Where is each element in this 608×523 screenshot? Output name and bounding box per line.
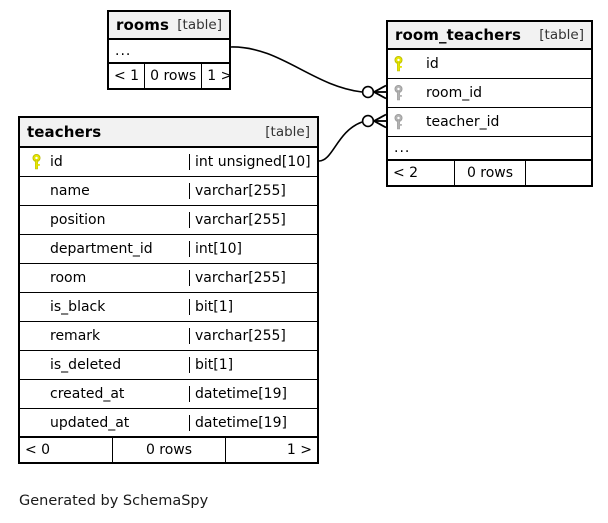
column-name: created_at (20, 386, 190, 402)
table-teachers-tag: [table] (265, 124, 310, 140)
column-name: is_black (20, 299, 190, 315)
table-row[interactable]: is_black bit[1] (20, 293, 317, 322)
table-row[interactable]: teacher_id (388, 108, 591, 137)
column-type: datetime[19] (195, 386, 287, 402)
column-type: varchar[255] (195, 212, 286, 228)
column-type: int[10] (195, 241, 242, 257)
table-row[interactable]: id (388, 50, 591, 79)
column-type: bit[1] (195, 299, 234, 315)
table-teachers-footer: < 0 0 rows 1 > (20, 438, 317, 462)
table-teachers-title: teachers (27, 123, 102, 141)
table-room-teachers-header: room_teachers [table] (388, 22, 591, 50)
table-room-teachers-ellipsis: ... (394, 140, 411, 156)
key-icon-foreign (388, 114, 408, 130)
table-teachers-next-button[interactable]: 1 > (225, 438, 317, 462)
column-label: name (50, 183, 90, 199)
column-type: varchar[255] (195, 328, 286, 344)
table-rooms-header: rooms [table] (109, 12, 229, 40)
column-label: room (50, 270, 87, 286)
table-row[interactable]: id int unsigned[10] (20, 148, 317, 177)
column-label: created_at (50, 386, 125, 402)
relationship-teachers-room-teachers (318, 113, 387, 162)
column-name: id (408, 56, 591, 72)
column-type: bit[1] (195, 357, 234, 373)
column-type: varchar[255] (195, 270, 286, 286)
table-room-teachers-footer: < 2 0 rows (388, 161, 591, 185)
table-room-teachers-ellipsis-row: ... (388, 137, 591, 161)
column-label: teacher_id (426, 114, 500, 130)
column-type: datetime[19] (195, 414, 287, 431)
table-room-teachers[interactable]: room_teachers [table] id room_id (386, 20, 593, 187)
column-label: department_id (50, 241, 153, 257)
key-icon-foreign (388, 85, 408, 101)
table-row[interactable]: room_id (388, 79, 591, 108)
column-name: teacher_id (408, 114, 591, 130)
column-label: is_black (50, 299, 106, 315)
table-room-teachers-tag: [table] (539, 27, 584, 43)
column-name: position (20, 212, 190, 228)
table-room-teachers-row-count: 0 rows (454, 161, 525, 185)
diagram-caption: Generated by SchemaSpy (19, 493, 209, 509)
table-teachers-prev-button[interactable]: < 0 (25, 442, 51, 458)
table-room-teachers-title: room_teachers (395, 26, 521, 44)
table-rooms-prev-button[interactable]: < 1 (114, 68, 140, 84)
column-label: position (50, 212, 106, 228)
table-rooms-ellipsis: ... (115, 43, 132, 59)
table-row[interactable]: department_id int[10] (20, 235, 317, 264)
column-name: updated_at (20, 414, 190, 431)
table-teachers-header: teachers [table] (20, 118, 317, 148)
table-rooms-tag: [table] (177, 17, 222, 33)
column-type: int unsigned[10] (195, 154, 311, 170)
table-row[interactable]: is_deleted bit[1] (20, 351, 317, 380)
column-name: room (20, 270, 190, 286)
column-label: id (426, 56, 439, 72)
column-name: room_id (408, 85, 591, 101)
table-room-teachers-next-button[interactable] (525, 161, 591, 185)
table-teachers-row-count: 0 rows (112, 438, 225, 462)
column-label: id (50, 154, 63, 170)
column-type: varchar[255] (195, 183, 286, 199)
column-name: department_id (20, 241, 190, 257)
table-row[interactable]: name varchar[255] (20, 177, 317, 206)
table-rooms[interactable]: rooms [table] ... < 1 0 rows 1 > (107, 10, 232, 90)
table-row[interactable]: remark varchar[255] (20, 322, 317, 351)
column-name: is_deleted (20, 357, 190, 373)
column-label: updated_at (50, 414, 130, 431)
table-row[interactable]: updated_at datetime[19] (20, 409, 317, 438)
column-label: room_id (426, 85, 482, 101)
column-name: name (20, 183, 190, 199)
table-rooms-ellipsis-row: ... (109, 40, 229, 64)
table-rooms-row-count: 0 rows (144, 64, 201, 88)
table-row[interactable]: room varchar[255] (20, 264, 317, 293)
column-name: remark (20, 328, 190, 344)
column-label: remark (50, 328, 101, 344)
column-name: id (20, 154, 190, 170)
table-room-teachers-prev-button[interactable]: < 2 (393, 165, 419, 181)
key-icon-primary (26, 154, 46, 170)
table-row[interactable]: position varchar[255] (20, 206, 317, 235)
table-teachers[interactable]: teachers [table] id int unsigned[10] nam… (18, 116, 319, 464)
table-row[interactable]: created_at datetime[19] (20, 380, 317, 409)
relationship-rooms-room-teachers (230, 46, 387, 100)
key-icon-primary (388, 56, 408, 72)
table-rooms-title: rooms (116, 16, 170, 34)
column-label: is_deleted (50, 357, 122, 373)
table-rooms-footer: < 1 0 rows 1 > (109, 64, 232, 88)
table-rooms-next-button[interactable]: 1 > (201, 64, 233, 88)
